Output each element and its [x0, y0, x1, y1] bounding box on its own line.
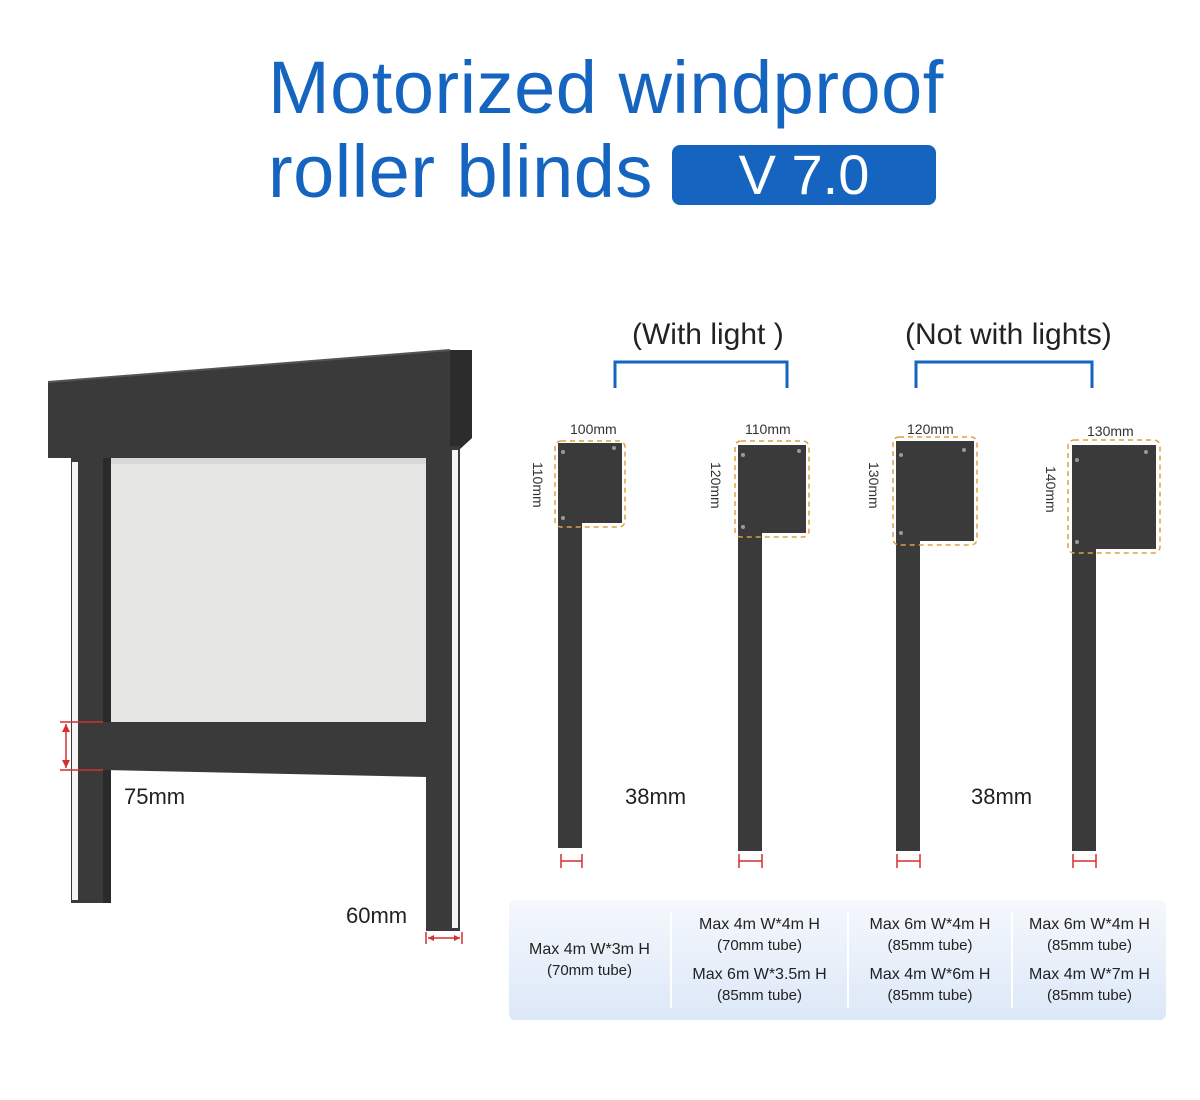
cassette-side [450, 350, 472, 458]
spec-size: Max 6m W*4m H [869, 916, 991, 933]
spec-size: Max 4m W*4m H [699, 916, 820, 933]
spec-divider [670, 912, 672, 1008]
group-bracket-not-with-lights [914, 360, 1094, 388]
spec-tube: (85mm tube) [716, 987, 803, 1004]
spec-item: Max 6m W*4m H (85mm tube) [870, 914, 991, 956]
profile-3-height: 130mm [866, 462, 882, 509]
spec-tube: (70mm tube) [716, 937, 803, 954]
spec-panel: Max 4m W*3m H (70mm tube) Max 4m W*4m H … [509, 900, 1166, 1020]
spec-tube: (85mm tube) [887, 987, 973, 1004]
spec-tube: (70mm tube) [546, 962, 633, 979]
spec-item: Max 4m W*4m H (70mm tube) [699, 914, 820, 956]
spec-column-4: Max 6m W*4m H (85mm tube) Max 4m W*7m H … [1013, 900, 1166, 1020]
version-badge: V 7.0 [672, 145, 936, 205]
spec-divider [1011, 912, 1013, 1008]
spec-size: Max 4m W*6m H [869, 966, 991, 983]
spec-tube: (85mm tube) [1046, 937, 1133, 954]
rail-width-label-2: 38mm [971, 784, 1033, 809]
profile-1 [554, 440, 626, 868]
profile-3-width: 120mm [907, 421, 954, 437]
profile-2-width: 110mm [745, 421, 791, 437]
post-width-label: 60mm [346, 903, 408, 928]
title-line-2: roller blinds [268, 130, 653, 213]
spec-size: Max 6m W*3.5m H [692, 966, 827, 983]
screen-fabric [111, 458, 426, 722]
spec-item: Max 6m W*3.5m H (85mm tube) [692, 964, 826, 1006]
profile-3 [892, 436, 978, 868]
profile-4-width: 130mm [1087, 423, 1134, 439]
profile-1-height: 110mm [530, 462, 546, 508]
spec-item: Max 4m W*6m H (85mm tube) [870, 964, 991, 1006]
spec-size: Max 6m W*4m H [1029, 916, 1150, 933]
spec-size: Max 4m W*7m H [1029, 966, 1150, 983]
profile-1-width: 100mm [570, 421, 617, 437]
profile-2-height: 120mm [708, 462, 724, 509]
profile-4 [1067, 439, 1161, 868]
spec-item: Max 4m W*3m H (70mm tube) [529, 939, 650, 981]
page-title: Motorized windproof roller blinds [268, 46, 944, 214]
spec-item: Max 6m W*4m H (85mm tube) [1029, 914, 1150, 956]
spec-tube: (85mm tube) [887, 937, 973, 954]
spec-tube: (85mm tube) [1046, 987, 1133, 1004]
bottom-bar-height-label: 75mm [124, 784, 186, 809]
cassette-box [48, 350, 472, 458]
bottom-bar [103, 722, 426, 777]
group-label-not-with-lights: (Not with lights) [905, 318, 1112, 351]
spec-column-1: Max 4m W*3m H (70mm tube) [509, 900, 670, 1020]
right-post-light [452, 450, 458, 928]
title-line-1: Motorized windproof [268, 46, 944, 129]
group-label-with-light: (With light ) [632, 318, 784, 351]
profile-2 [734, 440, 810, 868]
group-bracket-with-light [613, 360, 789, 388]
rail-width-label-1: 38mm [625, 784, 687, 809]
spec-item: Max 4m W*7m H (85mm tube) [1029, 964, 1150, 1006]
spec-divider [847, 912, 849, 1008]
profile-4-height: 140mm [1043, 466, 1059, 513]
left-post-light [72, 462, 78, 900]
spec-column-3: Max 6m W*4m H (85mm tube) Max 4m W*6m H … [849, 900, 1011, 1020]
spec-column-2: Max 4m W*4m H (70mm tube) Max 6m W*3.5m … [672, 900, 847, 1020]
spec-size: Max 4m W*3m H [529, 941, 650, 958]
